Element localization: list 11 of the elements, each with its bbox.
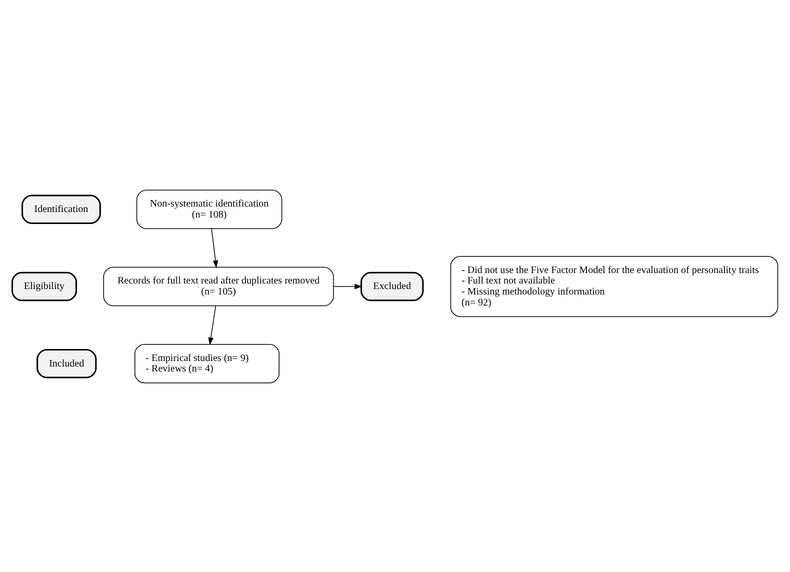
node-box: Eligibility [11, 271, 78, 301]
node-box: Included [36, 348, 97, 378]
arrow [333, 283, 362, 289]
node-box: - Did not use the Five Factor Model for the evaluation of personality traits - Full text not available - Missing methodology information (n= 92) [450, 256, 778, 316]
node-box: Records for full text read after duplicates removed (n= 105) [103, 266, 334, 306]
node-box: - Empirical studies (n= 9) - Reviews (n= 4) [134, 343, 280, 383]
arrow [208, 305, 216, 345]
node-box: Identification [21, 194, 101, 224]
arrow [211, 228, 218, 268]
node-box: Non-systematic identification (n= 108) [136, 189, 282, 229]
node-box: Excluded [360, 271, 424, 301]
